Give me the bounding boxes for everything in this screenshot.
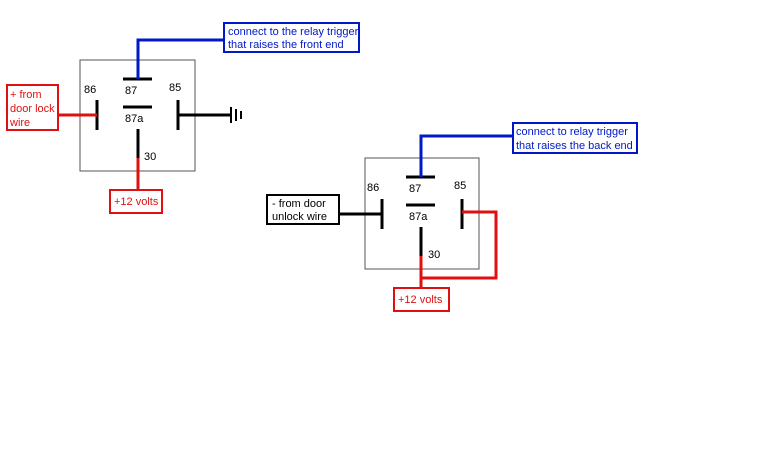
- ground-icon: [230, 107, 242, 123]
- relay-1-input-label-line3: wire: [9, 117, 30, 129]
- relay-2-pin-87a: 87a: [409, 211, 428, 223]
- relay-2-pin-87: 87: [409, 183, 421, 195]
- relay-1-power-label-box: [109, 189, 163, 214]
- relay-2-trigger-label-line1: connect to relay trigger: [516, 126, 628, 138]
- relay-2-input-label-line1: - from door: [272, 198, 326, 210]
- relay-1-trigger-label-line2: that raises the front end: [228, 39, 344, 51]
- relay-1-pin-87a: 87a: [125, 113, 144, 125]
- relay-1-trigger-label-line1: connect to the relay trigger: [228, 26, 359, 38]
- relay-2-power-label: +12 volts: [398, 294, 443, 306]
- relay-2-jumper-wire: [421, 210, 498, 280]
- relay-1-pin-86: 86: [84, 84, 96, 96]
- relay-2-trigger-wire: [419, 134, 513, 177]
- relay-2-pin-85: 85: [454, 180, 466, 192]
- relay-1-power-label: +12 volts: [114, 196, 159, 208]
- relay-1-pin-30: 30: [144, 151, 156, 163]
- relay-2-input-label-line2: unlock wire: [272, 211, 327, 223]
- relay-1-input-label-box: [6, 84, 59, 131]
- relay-1-input-label-line2: door lock: [10, 103, 55, 115]
- relay-2-trigger-label-box: [512, 122, 638, 154]
- relay-1-trigger-label-box: [223, 22, 360, 53]
- relay-1-input-label-line1: + from: [10, 89, 41, 101]
- relay-2-input-label-box: [266, 194, 340, 225]
- relay-2-power-label-box: [393, 287, 450, 312]
- relay-2-pin-30: 30: [428, 249, 440, 261]
- relay-2-trigger-label-line2: that raises the back end: [516, 140, 633, 152]
- relay-1-pin-87: 87: [125, 85, 137, 97]
- relay-1-trigger-wire: [136, 38, 224, 79]
- relay-2: 86 87 87a 85 30 connect to relay trigger…: [266, 122, 638, 312]
- relay-2-pin-86: 86: [367, 182, 379, 194]
- relay-1: 86 87 87a 85 30 connect to the relay tri…: [6, 22, 360, 214]
- relay-1-pin-85: 85: [169, 82, 181, 94]
